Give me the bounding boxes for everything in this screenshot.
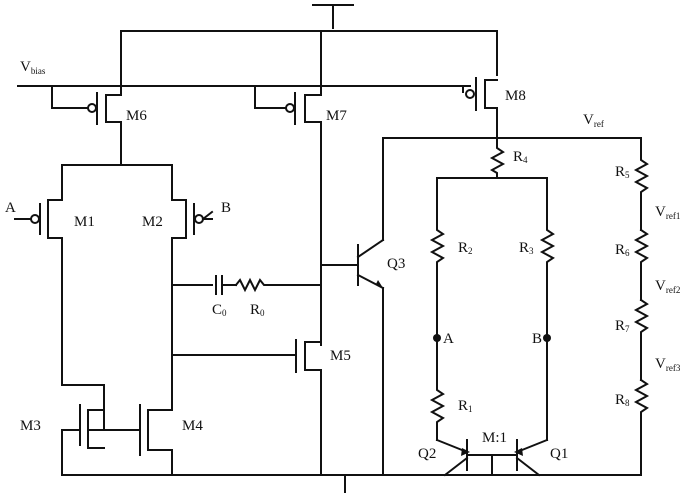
vref2-label: Vref2 [655,278,680,295]
transistor-q3 [320,137,642,476]
r7-label: R7 [615,318,630,334]
labels: Vbias M6 M7 M8 Vref A B M1 M2 C0 R0 M5 Q… [5,59,681,462]
bridge-network [429,137,556,441]
ratio-label: M:1 [482,430,507,446]
q1-label: Q1 [550,446,568,462]
m6-label: M6 [126,108,147,124]
vbias-label: Vbias [20,59,46,76]
transistor-m7 [285,92,322,346]
m4-label: M4 [182,418,203,434]
input-a-label: A [5,200,16,216]
bjt-pair [435,438,549,477]
transistor-m5 [171,339,322,476]
m7-label: M7 [326,108,347,124]
current-mirror [61,384,642,493]
transistor-m8 [462,77,498,139]
r1-label: R1 [458,398,473,414]
vref1-label: Vref1 [655,204,680,221]
m5-label: M5 [330,348,351,364]
m8-label: M8 [505,88,526,104]
q3-label: Q3 [387,256,405,272]
node-b-label: B [532,331,542,347]
m3-label: M3 [20,418,41,434]
q2-label: Q2 [418,446,436,462]
node-a-label: A [443,331,454,347]
vref3-label: Vref3 [655,356,681,373]
m1-label: M1 [74,214,95,230]
r0-label: R0 [250,302,265,318]
supply-rail [120,4,498,96]
transistor-m6 [87,92,122,166]
input-b-label: B [221,200,231,216]
c0-label: C0 [212,302,227,318]
vbias-line [17,85,471,109]
vref-divider [633,137,650,476]
r8-label: R8 [615,392,630,408]
vref-label: Vref [583,112,604,129]
r4-label: R4 [513,149,528,165]
compensation-network [171,275,322,295]
r3-label: R3 [519,240,534,256]
r5-label: R5 [615,164,630,180]
r2-label: R2 [458,240,473,256]
diff-pair [14,164,214,386]
m2-label: M2 [142,214,163,230]
r6-label: R6 [615,242,630,258]
